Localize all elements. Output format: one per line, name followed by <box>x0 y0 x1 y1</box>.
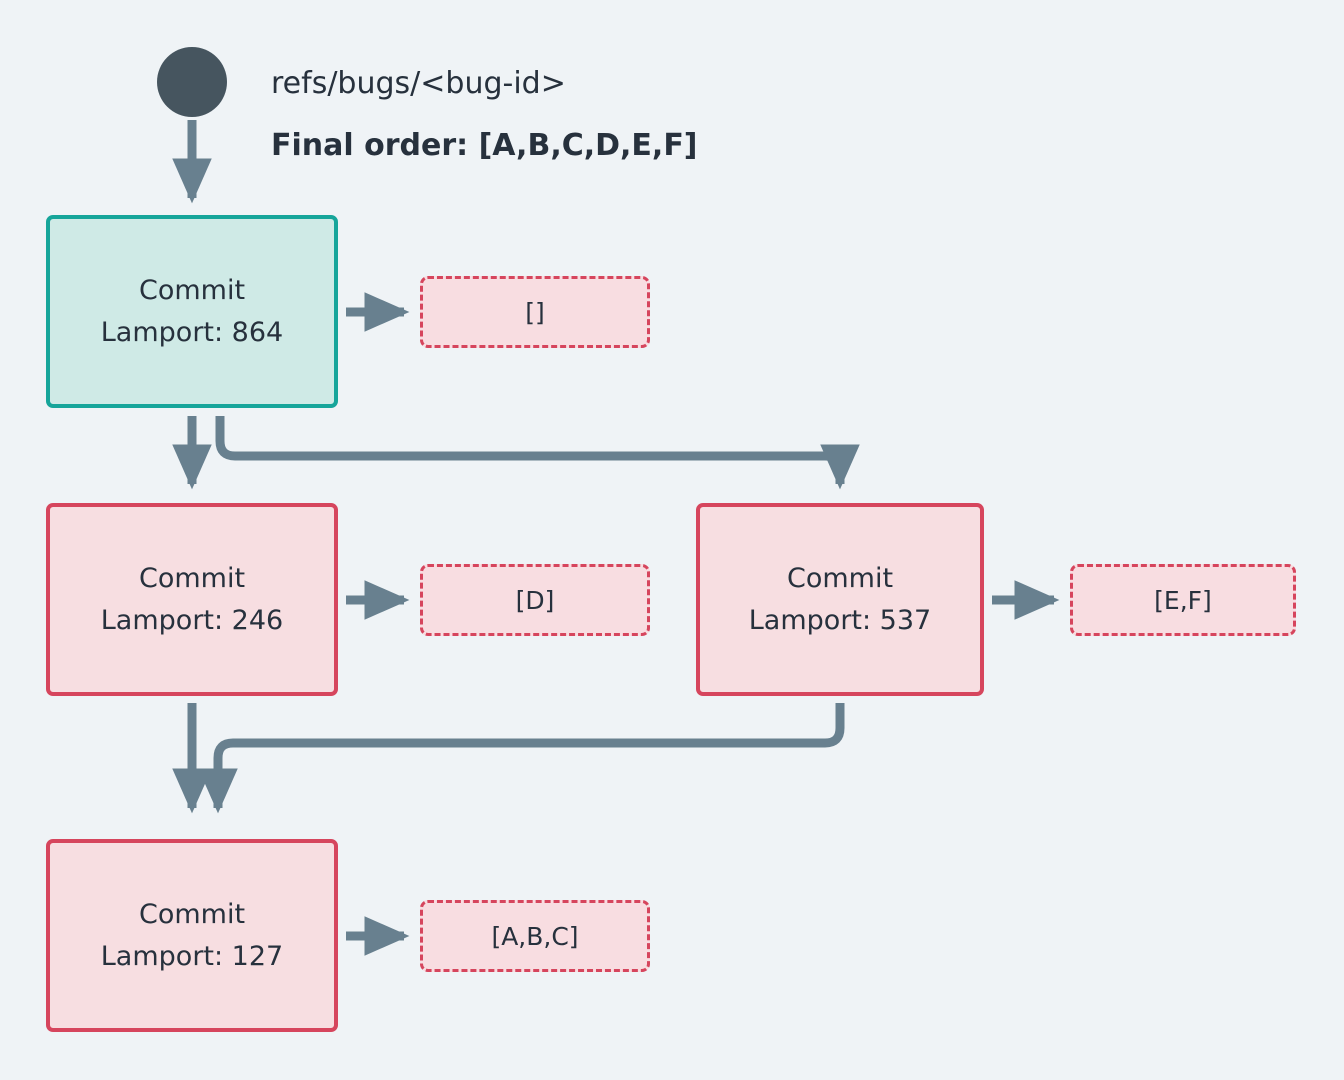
commit-title: Commit <box>138 898 246 930</box>
commit-title: Commit <box>786 562 894 594</box>
tag-value: [E,F] <box>1154 585 1212 615</box>
tag-node-127[interactable]: [A,B,C] <box>420 900 650 972</box>
commit-lamport: Lamport: 127 <box>100 940 284 972</box>
edge-commit-537-to-commit-127 <box>198 703 845 814</box>
commit-lamport: Lamport: 537 <box>748 604 932 636</box>
tag-value: [A,B,C] <box>491 921 579 951</box>
tag-node-246[interactable]: [D] <box>420 564 650 636</box>
commit-title: Commit <box>138 562 246 594</box>
ref-name-label: refs/bugs/<bug-id> <box>271 66 566 101</box>
final-order-label: Final order: [A,B,C,D,E,F] <box>271 128 698 163</box>
commit-lamport: Lamport: 864 <box>100 316 284 348</box>
tag-node-537[interactable]: [E,F] <box>1070 564 1296 636</box>
tag-node-864[interactable]: [] <box>420 276 650 348</box>
commit-node-127[interactable]: Commit Lamport: 127 <box>46 839 338 1032</box>
commit-node-246[interactable]: Commit Lamport: 246 <box>46 503 338 696</box>
root-node[interactable] <box>157 47 227 117</box>
tag-value: [D] <box>515 585 555 615</box>
commit-lamport: Lamport: 246 <box>100 604 284 636</box>
commit-title: Commit <box>138 274 246 306</box>
commit-node-537[interactable]: Commit Lamport: 537 <box>696 503 984 696</box>
commit-node-864[interactable]: Commit Lamport: 864 <box>46 215 338 408</box>
edge-commit-864-to-commit-537 <box>215 416 860 490</box>
tag-value: [] <box>525 297 545 327</box>
